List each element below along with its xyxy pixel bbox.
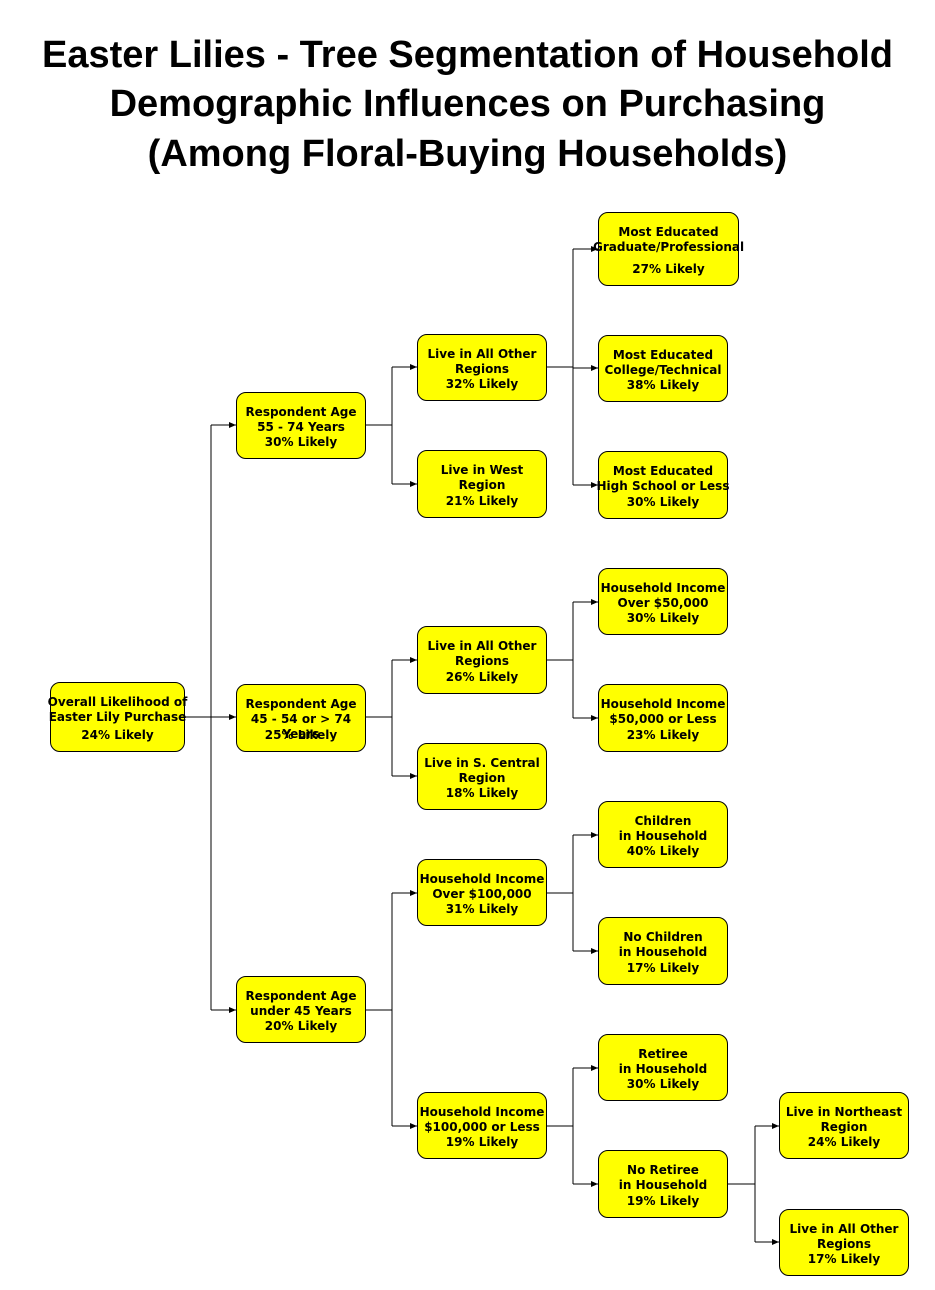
node-likelihood: 17% Likely [807,1252,881,1266]
node-likelihood: 31% Likely [445,902,519,916]
node-live-northeast-region: Live in Northeast Region 24% Likely [779,1092,909,1159]
node-likelihood: 30% Likely [264,435,338,449]
node-label: Household Income $50,000 or Less [600,697,726,726]
node-likelihood: 19% Likely [445,1135,519,1149]
node-label: Most Educated College/Technical [604,348,722,377]
node-age-45-54-or-over-74: Respondent Age 45 - 54 or > 74 Years 25%… [236,684,366,752]
page-title-line-1: Easter Lilies - Tree Segmentation of Hou… [42,34,893,76]
node-label: Live in All Other Regions [427,347,537,376]
node-likelihood: 18% Likely [445,786,519,800]
node-label: Most Educated Graduate/Professional [593,225,745,254]
node-label: Respondent Age 55 - 74 Years [245,405,357,434]
node-likelihood: 17% Likely [626,961,700,975]
node-most-educated-college: Most Educated College/Technical 38% Like… [598,335,728,402]
node-live-west-region: Live in West Region 21% Likely [417,450,547,518]
node-label: Live in All Other Regions [427,639,537,668]
node-most-educated-graduate: Most Educated Graduate/Professional 27% … [593,212,744,286]
node-likelihood: 27% Likely [632,262,705,276]
node-household-income-over-50000: Household Income Over $50,000 30% Likely [598,568,728,635]
node-likelihood: 24% Likely [81,728,154,742]
node-label: Household Income Over $50,000 [600,581,726,610]
node-no-retiree-in-household: No Retiree in Household 19% Likely [598,1150,728,1218]
node-likelihood: 38% Likely [626,378,700,392]
node-likelihood: 24% Likely [807,1135,881,1149]
node-likelihood: 25% Likely [264,728,338,742]
node-household-income-100000-or-less: Household Income $100,000 or Less 19% Li… [417,1092,547,1159]
node-label: Household Income Over $100,000 [419,872,545,901]
node-live-all-other-regions-c: Live in All Other Regions 17% Likely [779,1209,909,1276]
node-likelihood: 30% Likely [626,1077,700,1091]
node-live-all-other-regions-b: Live in All Other Regions 26% Likely [417,626,547,694]
node-label: Retiree in Household [618,1047,708,1076]
node-label: Household Income $100,000 or Less [419,1105,545,1134]
node-children-in-household: Children in Household 40% Likely [598,801,728,868]
node-no-children-in-household: No Children in Household 17% Likely [598,917,728,985]
node-likelihood: 26% Likely [445,670,519,684]
node-household-income-50000-or-less: Household Income $50,000 or Less 23% Lik… [598,684,728,752]
node-age-55-74: Respondent Age 55 - 74 Years 30% Likely [236,392,366,459]
node-likelihood: 19% Likely [626,1194,700,1208]
node-live-all-other-regions-a: Live in All Other Regions 32% Likely [417,334,547,401]
node-label: Most Educated High School or Less [596,464,730,493]
node-household-income-over-100000: Household Income Over $100,000 31% Likel… [417,859,547,926]
node-most-educated-high-school: Most Educated High School or Less 30% Li… [597,451,729,519]
page-title-line-3: (Among Floral-Buying Households) [147,133,788,175]
node-likelihood: 30% Likely [626,611,700,625]
node-likelihood: 21% Likely [445,494,519,508]
node-likelihood: 40% Likely [626,844,700,858]
node-label: Live in S. Central Region [424,756,540,785]
page-title-line-2: Demographic Influences on Purchasing [109,83,826,125]
node-label: No Retiree in Household [618,1163,708,1192]
node-label: Live in Northeast Region [785,1105,903,1134]
node-likelihood: 20% Likely [264,1019,338,1033]
node-label: Respondent Age under 45 Years [245,989,357,1018]
node-label: No Children in Household [618,930,708,959]
node-label: Live in West Region [440,463,524,492]
node-label: Respondent Age 45 - 54 or > 74 Years [245,697,357,741]
node-age-under-45: Respondent Age under 45 Years 20% Likely [236,976,366,1043]
node-label: Overall Likelihood of Easter Lily Purcha… [47,695,188,724]
node-likelihood: 30% Likely [626,495,700,509]
node-label: Live in All Other Regions [789,1222,899,1251]
node-likelihood: 32% Likely [445,377,519,391]
node-label: Children in Household [618,814,708,843]
node-retiree-in-household: Retiree in Household 30% Likely [598,1034,728,1101]
node-live-s-central-region: Live in S. Central Region 18% Likely [417,743,547,810]
node-overall-likelihood: Overall Likelihood of Easter Lily Purcha… [48,682,187,752]
node-likelihood: 23% Likely [626,728,700,742]
